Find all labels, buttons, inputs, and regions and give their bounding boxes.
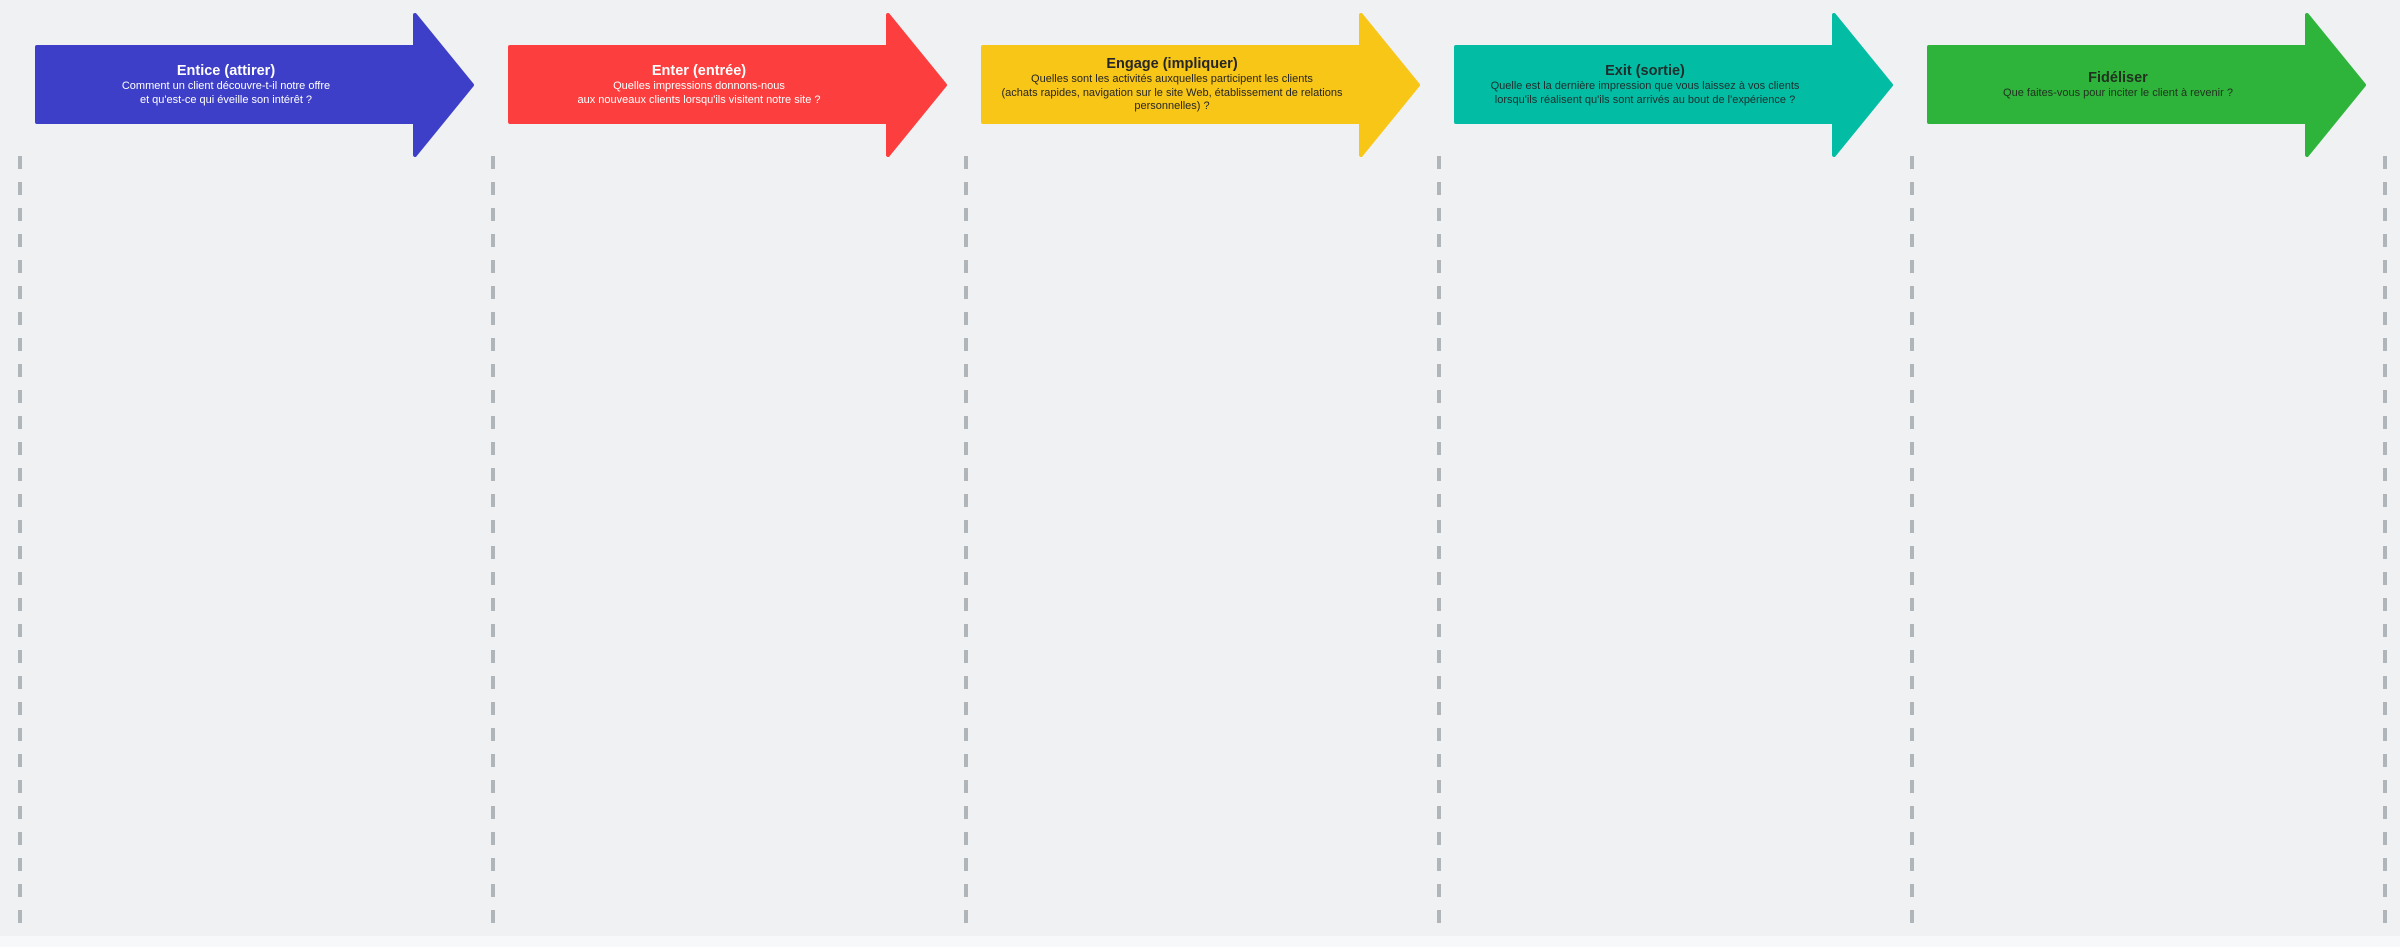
- stage-arrow[interactable]: Entice (attirer) Comment un client décou…: [20, 13, 480, 157]
- arrow-shape-icon: [35, 13, 474, 157]
- stage-text-block: Fidéliser Que faites-vous pour inciter l…: [1929, 13, 2307, 157]
- lane-divider: [2383, 156, 2387, 926]
- lane-divider: [964, 156, 968, 926]
- stage-title: Entice (attirer): [176, 63, 276, 79]
- stage-arrow[interactable]: Exit (sortie) Quelle est la dernière imp…: [1439, 13, 1899, 157]
- arrow-shape-icon: [981, 13, 1420, 157]
- stage-description: Quelles impressions donnons-nous aux nou…: [577, 80, 821, 106]
- lane-divider: [491, 156, 495, 926]
- stage-description: Quelle est la dernière impression que vo…: [1490, 80, 1800, 106]
- arrow-shape-icon: [508, 13, 947, 157]
- lane-divider: [1910, 156, 1914, 926]
- stage-text-block: Exit (sortie) Quelle est la dernière imp…: [1456, 13, 1834, 157]
- journey-lane-1: Entice (attirer) Comment un client décou…: [18, 0, 493, 947]
- frame-bottom-edge: [0, 936, 2400, 947]
- lane-divider: [18, 156, 22, 926]
- journey-lane-4: Exit (sortie) Quelle est la dernière imp…: [1437, 0, 1912, 947]
- journey-lane-3: Engage (impliquer) Quelles sont les acti…: [964, 0, 1439, 947]
- stage-title: Fidéliser: [2088, 69, 2148, 86]
- journey-lane-2: Enter (entrée) Quelles impressions donno…: [491, 0, 966, 947]
- stage-title: Enter (entrée): [651, 63, 747, 79]
- stage-arrow[interactable]: Enter (entrée) Quelles impressions donno…: [493, 13, 953, 157]
- stage-description: Quelles sont les activités auxquelles pa…: [1001, 73, 1343, 113]
- stage-title: Exit (sortie): [1605, 63, 1685, 79]
- stage-text-block: Entice (attirer) Comment un client décou…: [37, 13, 415, 157]
- stage-text-block: Engage (impliquer) Quelles sont les acti…: [983, 13, 1361, 157]
- journey-lane-5: Fidéliser Que faites-vous pour inciter l…: [1910, 0, 2385, 947]
- arrow-shape-icon: [1927, 13, 2366, 157]
- stage-description: Comment un client découvre-t-il notre of…: [121, 80, 331, 106]
- stage-arrow[interactable]: Engage (impliquer) Quelles sont les acti…: [966, 13, 1426, 157]
- stage-arrow[interactable]: Fidéliser Que faites-vous pour inciter l…: [1912, 13, 2372, 157]
- arrow-shape-icon: [1454, 13, 1893, 157]
- lane-divider: [1437, 156, 1441, 926]
- stage-title: Engage (impliquer): [1106, 56, 1238, 73]
- stage-text-block: Enter (entrée) Quelles impressions donno…: [510, 13, 888, 157]
- stage-description: Que faites-vous pour inciter le client à…: [2003, 86, 2233, 99]
